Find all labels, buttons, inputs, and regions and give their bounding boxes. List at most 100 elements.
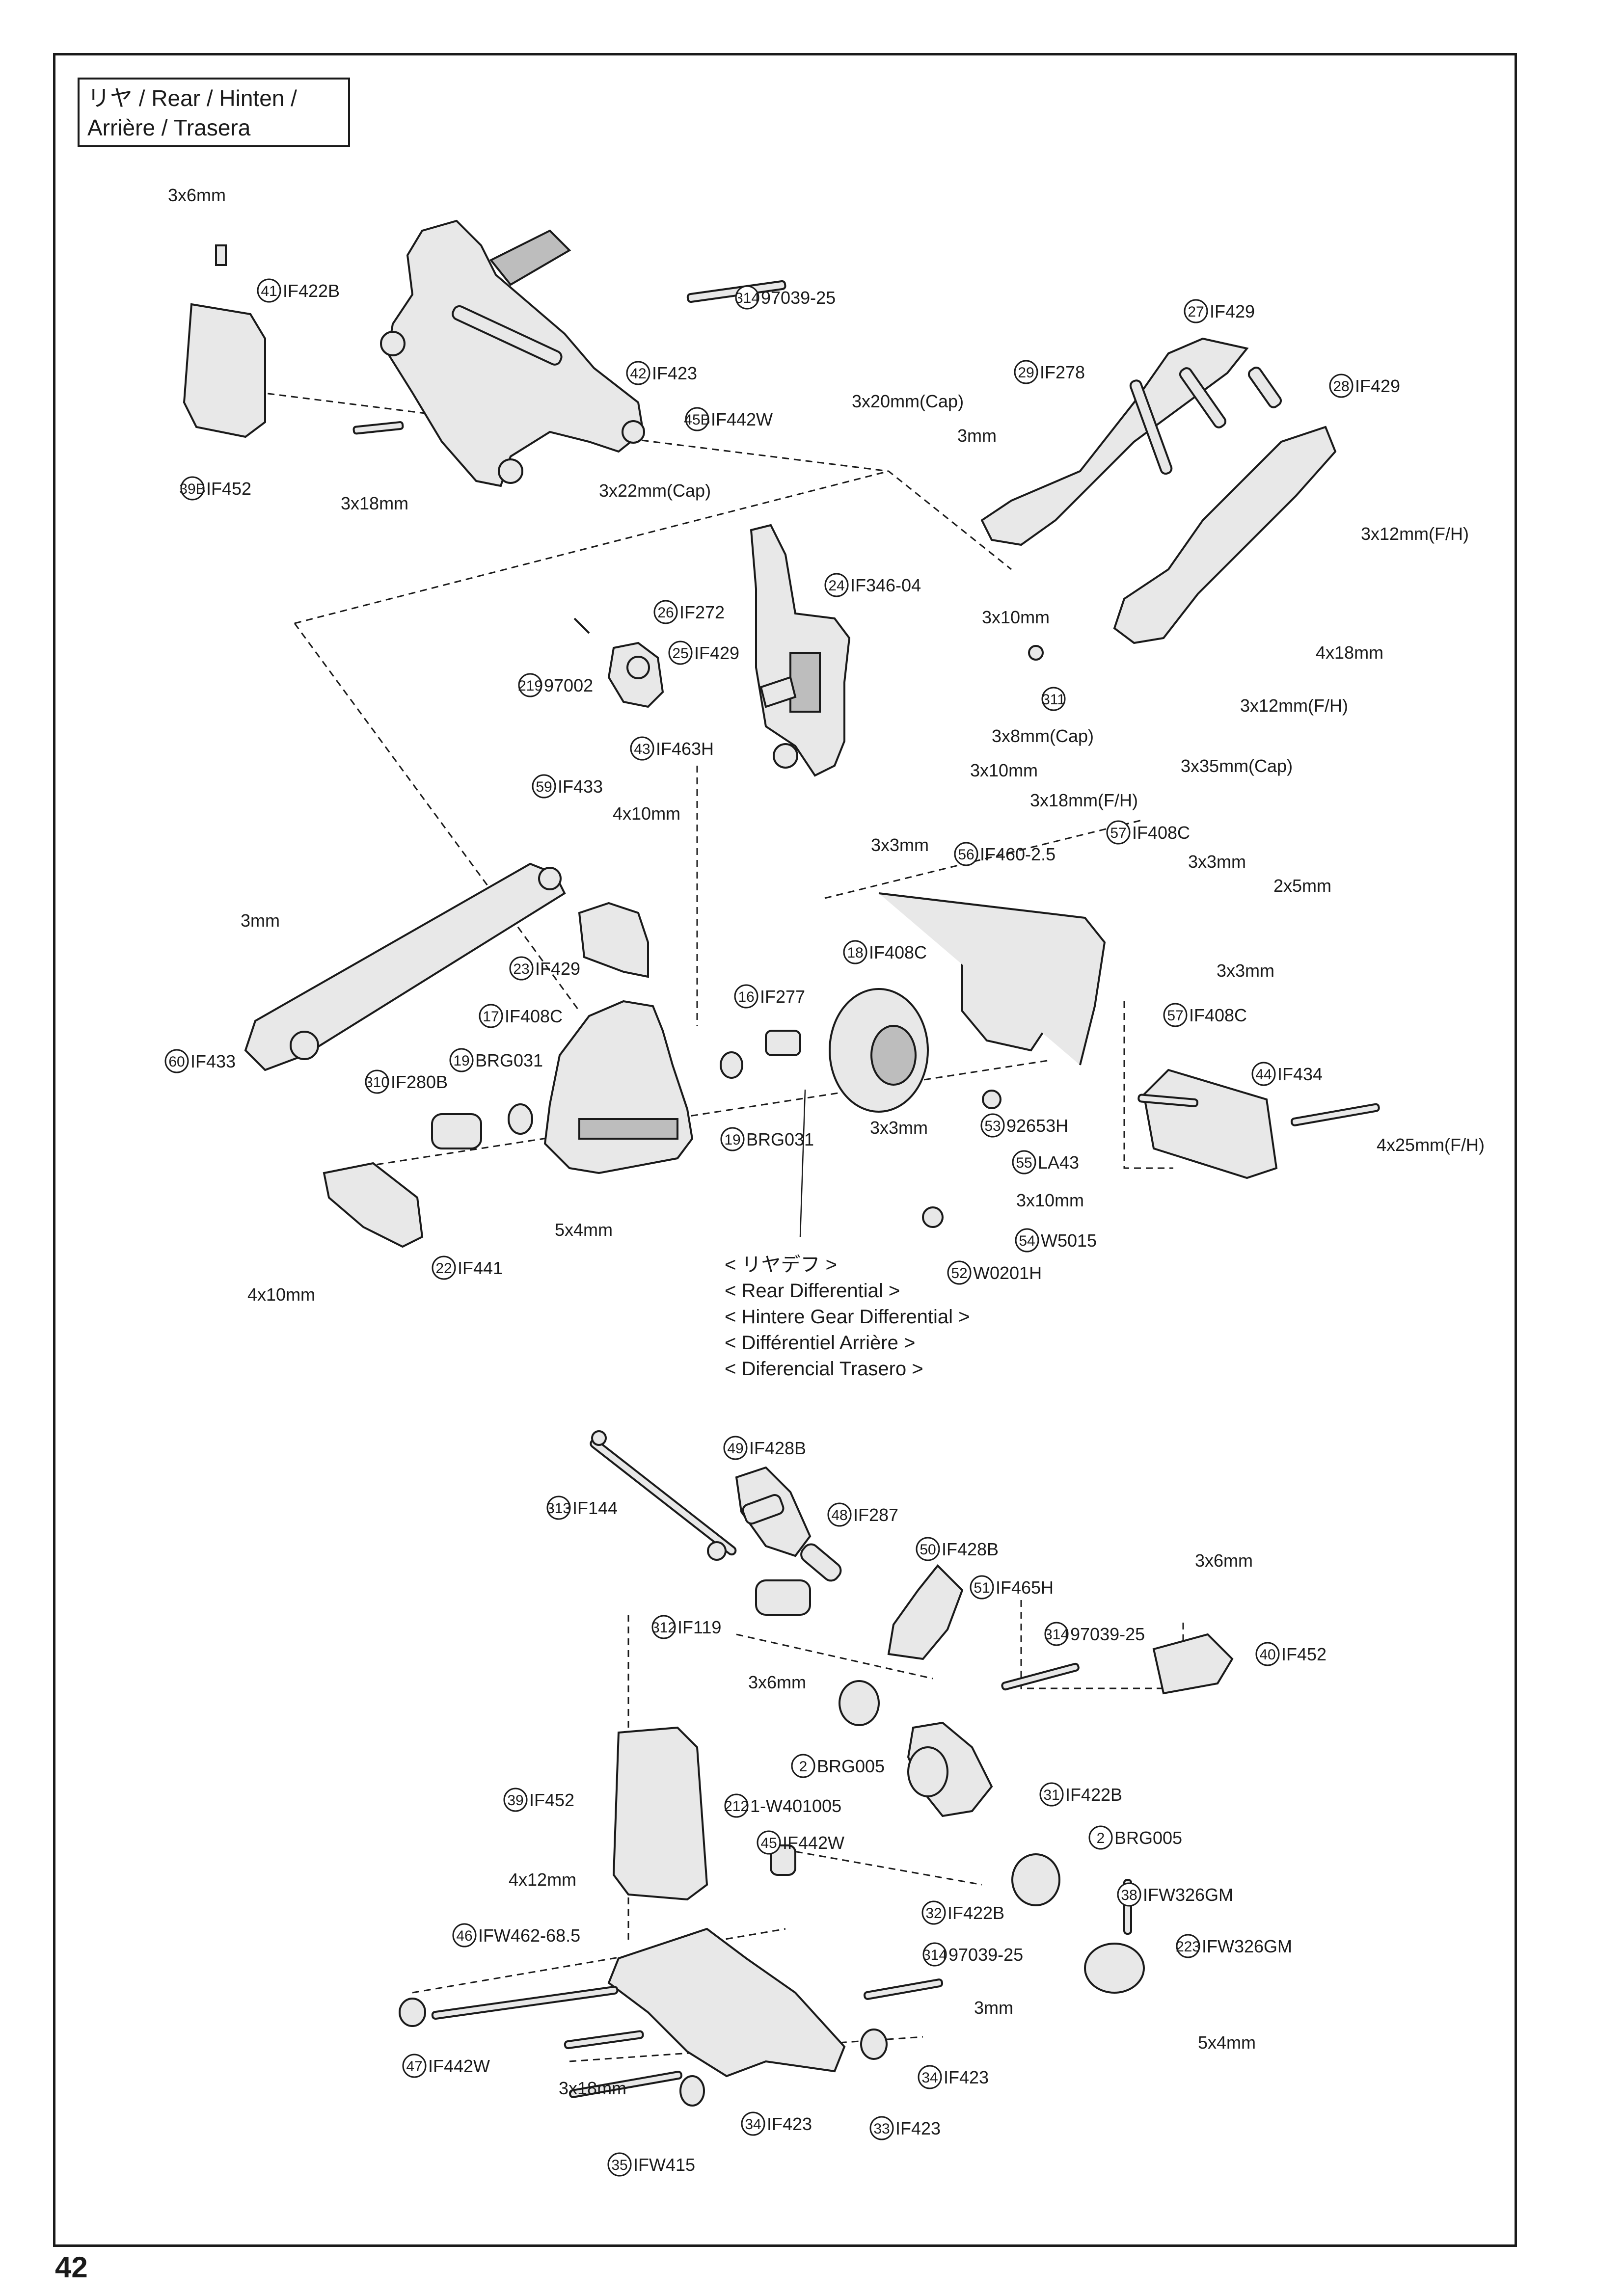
callout-35-IFW415: 35 IFW415: [607, 2152, 695, 2177]
hardware-label: 3x18mm: [559, 2078, 626, 2098]
callout-number: 24: [828, 578, 844, 594]
section-title-box: リヤ / Rear / Hinten / Arrière / Trasera: [78, 78, 350, 147]
hardware-label: 3x12mm(F/H): [1361, 524, 1469, 544]
callout-number: 18: [847, 945, 863, 961]
callout-number-circle: [365, 1069, 389, 1094]
callout-53-92653H: 53 92653H: [980, 1113, 1068, 1138]
callout-number: 27: [1188, 304, 1204, 320]
callout-part-code: IF433: [558, 776, 603, 797]
callout-number-circle: [947, 1260, 972, 1285]
lower-arm-assembly: [399, 1430, 1234, 2107]
callout-number: 56: [958, 847, 974, 863]
callout-part-code: IF429: [1355, 376, 1400, 396]
callout-number-circle: [1044, 1622, 1069, 1646]
callout-number: 31: [1043, 1787, 1059, 1803]
callout-part-code: IF408C: [1132, 823, 1190, 843]
callout-number: 28: [1333, 378, 1349, 395]
callout-55-LA43: 55 LA43: [1012, 1150, 1079, 1175]
hardware-label: 3x20mm(Cap): [852, 391, 964, 411]
hardware-label: 3mm: [974, 1998, 1013, 2018]
callout-number: 50: [920, 1542, 936, 1558]
hardware-label: 4x10mm: [247, 1284, 315, 1305]
caption-line-4: < Différentiel Arrière >: [725, 1332, 915, 1354]
callout-part-code: BRG005: [1114, 1828, 1182, 1848]
callout-number: 60: [168, 1054, 185, 1070]
callout-number-circle: [546, 1495, 571, 1520]
callout-number: 43: [634, 741, 650, 757]
callout-number: 53: [984, 1118, 1001, 1134]
hardware-label: 4x10mm: [613, 803, 680, 824]
callout-number-circle: [1117, 1882, 1141, 1907]
callout-number: 25: [672, 645, 688, 662]
callout-part-code: IF278: [1040, 362, 1085, 382]
callout-part-code: IF423: [767, 2114, 812, 2134]
callout-number-circle: [180, 476, 205, 501]
callout-number-circle: [449, 1048, 474, 1072]
callout-part-code: LA43: [1038, 1152, 1079, 1173]
callout-part-code: IF429: [535, 959, 580, 979]
callout-number: 46: [456, 1928, 472, 1944]
rear-plate-assembly: [573, 524, 1044, 777]
callout-part-code: IF422B: [1065, 1785, 1122, 1805]
callout-number: 19: [724, 1132, 740, 1148]
callout-number-circle: [921, 1900, 946, 1925]
callout-number-circle: [922, 1942, 947, 1967]
hardware-label: 3mm: [957, 426, 997, 446]
hardware-label: 3mm: [241, 910, 280, 931]
hardware-label: 3x6mm: [748, 1672, 806, 1692]
callout-number-circle: [626, 361, 650, 385]
callout-part-code: IF442W: [428, 2056, 490, 2076]
callout-part-code: IF442W: [783, 1833, 844, 1853]
callout-part-code: IFW462-68.5: [478, 1925, 580, 1946]
callout-part-code: IFW415: [633, 2155, 695, 2175]
callout-number-circle: [1329, 374, 1353, 398]
callout-number: 55: [1016, 1155, 1032, 1171]
callout-number: 314: [922, 1947, 947, 1963]
callout-number-circle: [1012, 1150, 1036, 1175]
callout-number: 314: [1044, 1627, 1069, 1643]
callout-number-circle: [653, 600, 678, 624]
callout-311-part: 311: [1041, 687, 1066, 711]
section-title-line-1: リヤ / Rear / Hinten /: [87, 85, 297, 111]
caption-line-2: < Rear Differential >: [725, 1280, 900, 1302]
hardware-label: 5x4mm: [555, 1220, 613, 1240]
callout-number-circle: [164, 1049, 189, 1073]
hardware-label: 3x3mm: [871, 835, 929, 855]
callout-number: 313: [546, 1500, 571, 1517]
callout-part-code: 92653H: [1006, 1116, 1068, 1136]
callout-number: 29: [1018, 365, 1034, 381]
callout-part-code: BRG031: [475, 1050, 543, 1070]
callout-number: 57: [1167, 1008, 1183, 1024]
callout-number: 51: [974, 1580, 990, 1596]
callout-number: 35: [611, 2157, 627, 2173]
callout-51-IF465H: 51 IF465H: [970, 1575, 1054, 1600]
callout-part-code: IF465H: [996, 1577, 1054, 1598]
callout-number-circle: [1251, 1062, 1276, 1086]
page-number: 42: [55, 2251, 88, 2284]
callout-number: 44: [1255, 1067, 1272, 1083]
callout-number-circle: [741, 2111, 765, 2136]
callout-number-circle: [824, 573, 849, 597]
callout-number-circle: [503, 1788, 528, 1812]
